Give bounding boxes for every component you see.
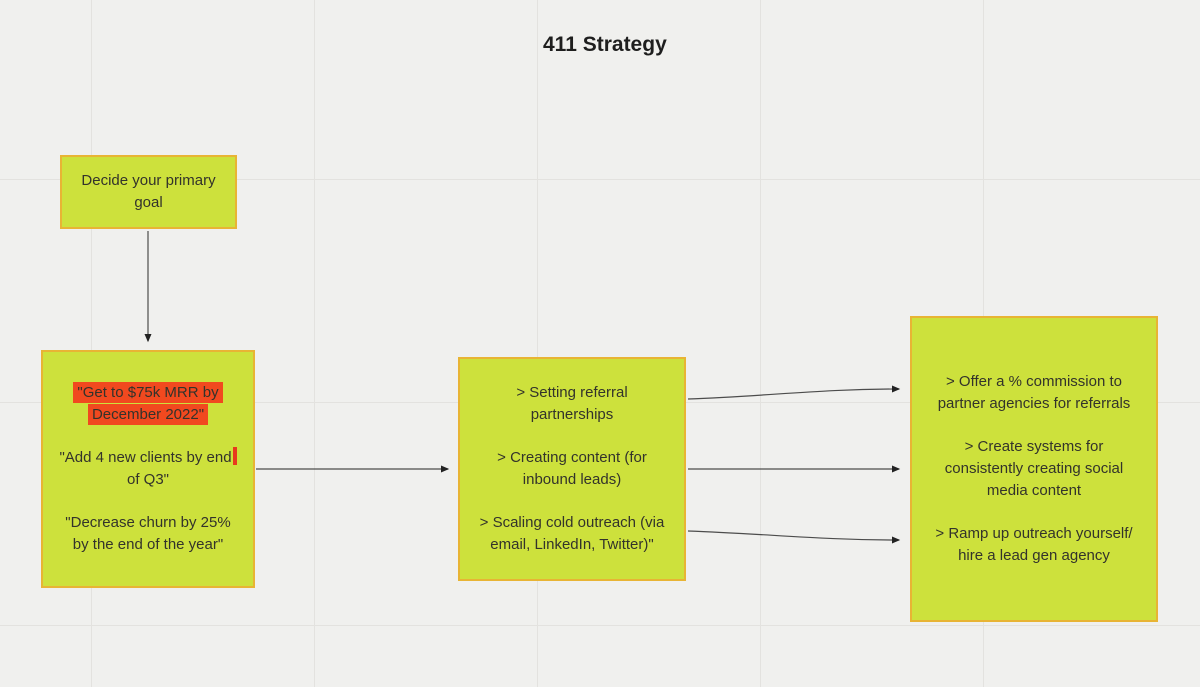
node-text-line: "Decrease churn by 25% xyxy=(65,512,230,534)
node-text: email, LinkedIn, Twitter)" xyxy=(490,536,654,553)
node-text: by the end of the year" xyxy=(72,536,224,553)
node-text: of Q3" xyxy=(126,471,169,488)
edge-strategies-tactics-top[interactable] xyxy=(687,385,901,400)
text-selection-highlight: "Get to $75k MRR by xyxy=(73,382,223,403)
node-text-line: consistently creating social xyxy=(945,458,1123,480)
node-paragraph: Decide your primary goal xyxy=(81,170,215,214)
node-text-line: partnerships xyxy=(516,404,627,426)
node-text: > Creating content (for xyxy=(497,449,647,466)
node-text-line: > Scaling cold outreach (via xyxy=(480,512,665,534)
node-text-line: December 2022" xyxy=(73,404,222,426)
node-paragraph: > Scaling cold outreach (via email, Linke… xyxy=(480,512,665,556)
node-text: media content xyxy=(986,482,1082,499)
node-text: > Offer a % commission to xyxy=(945,373,1123,390)
node-text-line: goal xyxy=(81,192,215,214)
node-text: "Decrease churn by 25% xyxy=(65,514,231,531)
node-text-line: "Get to $75k MRR by xyxy=(73,382,223,404)
node-tactics[interactable]: > Offer a % commission to partner agencie… xyxy=(910,316,1158,622)
node-text-line: > Create systems for xyxy=(945,436,1123,458)
node-text: consistently creating social xyxy=(944,460,1124,477)
node-text-line: "Add 4 new clients by end xyxy=(59,447,237,469)
node-text: > Create systems for xyxy=(964,438,1104,455)
node-paragraph: > Offer a % commission to partner agencie… xyxy=(938,371,1131,415)
node-text-line: > Ramp up outreach yourself/ xyxy=(935,523,1132,545)
node-strategies[interactable]: > Setting referral partnerships > Creating… xyxy=(458,357,686,581)
node-text: partner agencies for referrals xyxy=(937,395,1131,412)
node-text-line: Decide your primary xyxy=(81,170,215,192)
node-decide-primary-goal[interactable]: Decide your primary goal xyxy=(60,155,237,229)
text-caret xyxy=(232,447,237,465)
node-text-line: > Creating content (for xyxy=(497,447,647,469)
node-paragraph: > Setting referral partnerships xyxy=(516,382,627,426)
node-text-line: hire a lead gen agency xyxy=(935,545,1132,567)
node-text-line: of Q3" xyxy=(59,469,236,491)
node-paragraph: "Decrease churn by 25% by the end of the … xyxy=(65,512,230,556)
node-paragraph: > Ramp up outreach yourself/hire a lead … xyxy=(935,523,1132,567)
node-text: > Setting referral xyxy=(516,384,628,401)
node-text-line: inbound leads) xyxy=(497,469,647,491)
node-text-line: media content xyxy=(945,480,1123,502)
node-paragraph: > Creating content (for inbound leads) xyxy=(497,447,647,491)
board-title[interactable]: 411 Strategy xyxy=(543,33,667,56)
node-text: inbound leads) xyxy=(522,471,622,488)
edge-strategies-tactics-bottom[interactable] xyxy=(687,530,901,544)
node-text-line: partner agencies for referrals xyxy=(938,393,1131,415)
node-paragraph: > Create systems for consistently creatin… xyxy=(945,436,1123,502)
node-text-line: > Offer a % commission to xyxy=(938,371,1131,393)
node-text-line: > Setting referral xyxy=(516,382,627,404)
node-text: partnerships xyxy=(530,406,614,423)
node-text: > Scaling cold outreach (via xyxy=(479,514,665,531)
node-text: hire a lead gen agency xyxy=(958,547,1110,564)
node-text: "Add 4 new clients by end xyxy=(59,449,232,466)
text-selection-highlight: December 2022" xyxy=(87,404,209,425)
node-text: goal xyxy=(134,194,163,211)
node-text-line: by the end of the year" xyxy=(65,534,230,556)
node-paragraph: "Add 4 new clients by end of Q3" xyxy=(59,447,237,491)
node-text: Decide your primary xyxy=(81,172,216,189)
node-text-line: email, LinkedIn, Twitter)" xyxy=(480,534,665,556)
node-text: > Ramp up outreach yourself/ xyxy=(935,525,1133,542)
